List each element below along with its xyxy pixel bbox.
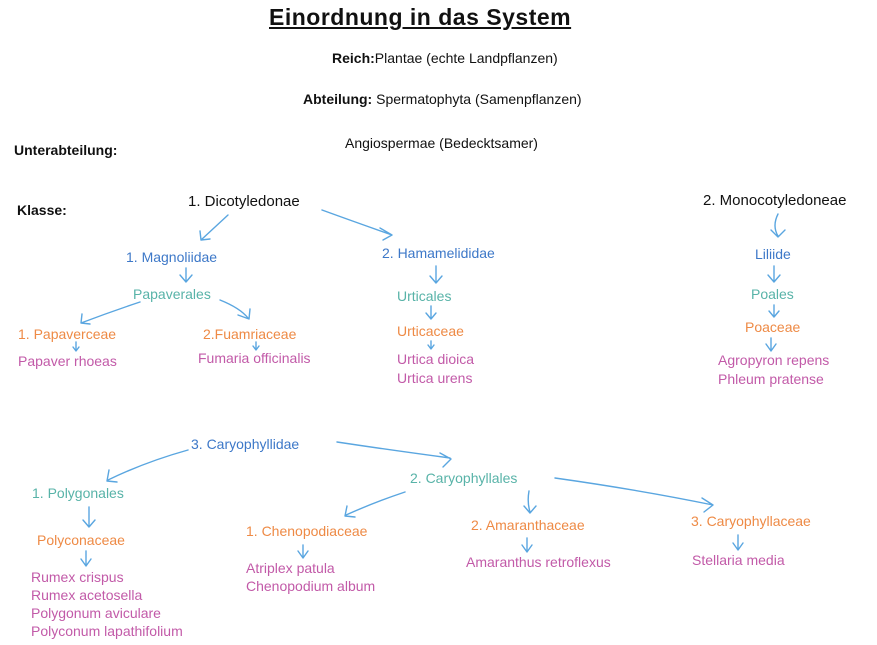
- family-chenopodiaceae: 1. Chenopodiaceae: [246, 523, 368, 539]
- arrow-papaverales-to-fumariaceae: [219, 299, 251, 320]
- family-amaranthaceae: 2. Amaranthaceae: [471, 517, 585, 533]
- unterabteilung-label: Unterabteilung:: [14, 142, 118, 158]
- order-caryophyllales: 2. Caryophyllales: [410, 470, 518, 486]
- subclass-liliide: Liliide: [755, 246, 791, 262]
- family-papaveraceae: 1. Papaverceae: [18, 326, 117, 342]
- arrow-papaveraceae-to-species: [72, 341, 80, 352]
- arrow-urticales-to-urticaceae: [425, 305, 437, 320]
- order-polygonales: 1. Polygonales: [32, 485, 124, 501]
- species-papaver-rhoeas: Papaver rhoeas: [18, 353, 117, 369]
- reich-value: Plantae (echte Landpflanzen): [374, 50, 558, 66]
- order-papaverales: Papaverales: [133, 286, 211, 302]
- class-monocotyledoneae: 2. Monocotyledoneae: [703, 192, 847, 209]
- order-poales: Poales: [751, 286, 794, 302]
- arrow-amaranthaceae-to-species: [521, 537, 533, 553]
- species-rumex-acetosella: Rumex acetosella: [31, 587, 143, 603]
- species-rumex-crispus: Rumex crispus: [31, 569, 124, 585]
- arrow-caryophyllales-to-amaranthaceae: [523, 490, 537, 514]
- arrow-polyconaceae-to-species: [80, 550, 92, 567]
- klasse-label: Klasse:: [17, 202, 67, 218]
- family-fumariaceae: 2.Fuamriaceae: [203, 326, 297, 342]
- family-polyconaceae: Polyconaceae: [37, 532, 125, 548]
- abteilung-value: Spermatophyta (Samenpflanzen): [372, 91, 582, 107]
- arrow-magnoliidae-to-papaverales: [179, 267, 193, 283]
- species-atriplex-patula: Atriplex patula: [246, 560, 335, 576]
- arrow-papaverales-to-papaveraceae: [80, 301, 141, 325]
- arrow-liliide-to-poales: [767, 265, 781, 283]
- species-agropyron-repens: Agropyron repens: [718, 352, 830, 368]
- species-polygonum-aviculare: Polygonum aviculare: [31, 605, 161, 621]
- abteilung-label: Abteilung:: [303, 91, 373, 107]
- arrow-poaceae-to-species: [765, 337, 777, 352]
- arrow-fumariaceae-to-species: [252, 341, 260, 351]
- subclass-caryophyllidae: 3. Caryophyllidae: [191, 436, 300, 452]
- species-urtica-urens: Urtica urens: [397, 370, 473, 386]
- species-phleum-pratense: Phleum pratense: [718, 371, 824, 387]
- reich-label: Reich:: [332, 50, 375, 66]
- arrow-caryophyllales-to-caryophyllaceae: [554, 477, 714, 513]
- arrow-caryophyllales-to-chenopodiaceae: [344, 491, 406, 518]
- order-urticales: Urticales: [397, 288, 452, 304]
- family-caryophyllaceae: 3. Caryophyllaceae: [691, 513, 811, 529]
- arrow-chenopodiaceae-to-species: [297, 544, 309, 559]
- subclass-magnoliidae: 1. Magnoliidae: [126, 249, 218, 265]
- arrow-hamamelididae-to-urticales: [429, 265, 443, 284]
- family-poaceae: Poaceae: [745, 319, 801, 335]
- species-stellaria-media: Stellaria media: [692, 552, 785, 568]
- arrow-caryophyllaceae-to-species: [732, 534, 744, 551]
- species-amaranthus-retroflexus: Amaranthus retroflexus: [466, 554, 611, 570]
- family-urticaceae: Urticaceae: [397, 323, 464, 339]
- species-fumaria-officinalis: Fumaria officinalis: [198, 350, 311, 366]
- arrow-monocot-to-liliide: [770, 213, 786, 238]
- arrow-caryophyllidae-to-caryophyllales: [336, 441, 452, 468]
- species-chenopodium-album: Chenopodium album: [246, 578, 376, 594]
- arrow-urticaceae-to-species: [427, 340, 435, 350]
- unterabteilung-value: Angiospermae (Bedecktsamer): [345, 135, 538, 151]
- abteilung-line: Abteilung: Spermatophyta (Samenpflanzen): [303, 92, 582, 106]
- species-urtica-dioica: Urtica dioica: [397, 351, 475, 367]
- arrow-dicot-to-magnoliidae: [199, 214, 229, 241]
- arrow-caryophyllidae-to-polygonales: [106, 449, 189, 483]
- class-dicotyledonae: 1. Dicotyledonae: [188, 193, 300, 210]
- subclass-hamamelididae: 2. Hamamelididae: [382, 245, 495, 261]
- arrow-dicot-to-hamamelididae: [321, 209, 393, 241]
- reich-line: Reich:Plantae (echte Landpflanzen): [332, 51, 558, 65]
- arrow-polygonales-to-polyconaceae: [82, 506, 96, 528]
- arrow-poales-to-poaceae: [768, 304, 780, 318]
- page-title: Einordnung in das System: [269, 4, 572, 30]
- species-polyconum-lapathifolium: Polyconum lapathifolium: [31, 623, 183, 639]
